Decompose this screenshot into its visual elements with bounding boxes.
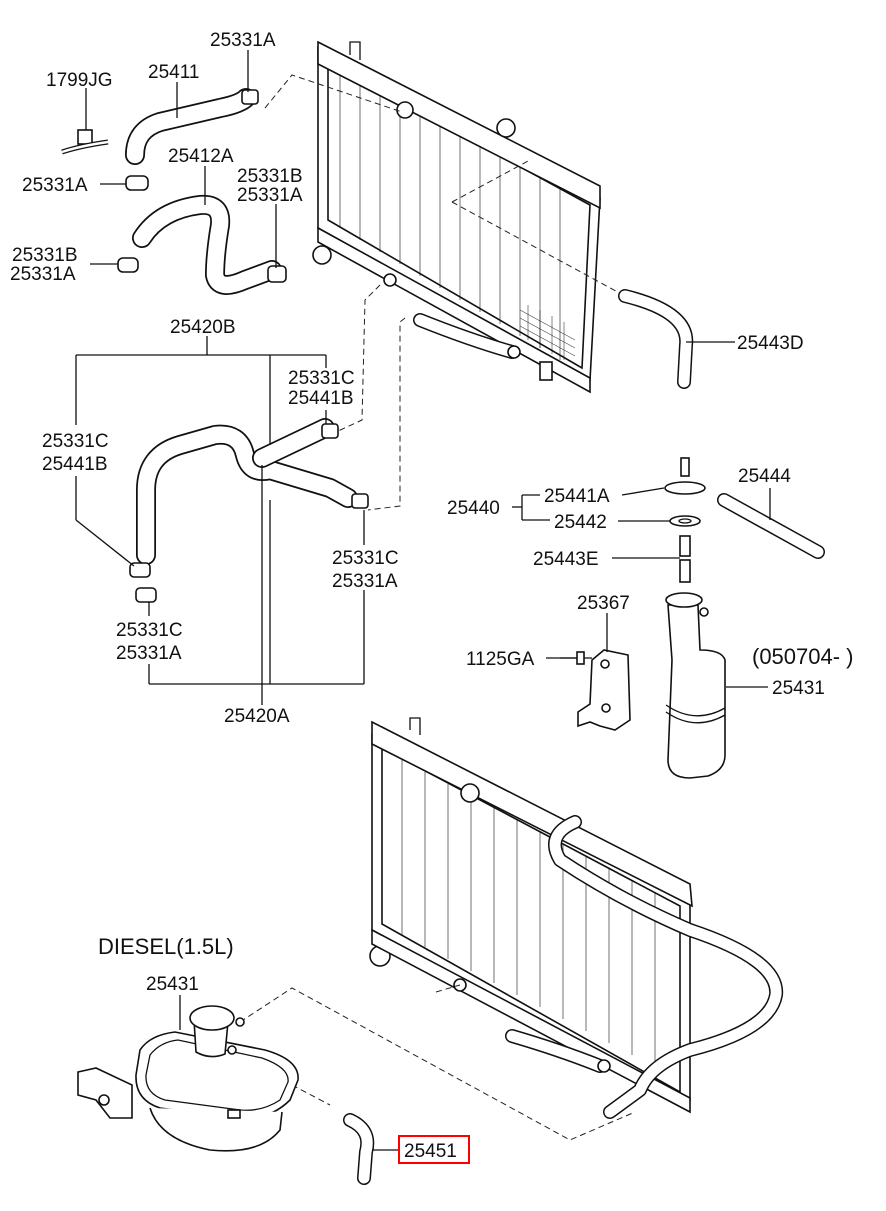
cap-25441a bbox=[664, 457, 706, 583]
leaders-reservoir bbox=[512, 487, 771, 688]
pipe-25444 bbox=[717, 493, 825, 559]
hose-25412a bbox=[132, 194, 282, 295]
label-25442[interactable]: 25442 bbox=[554, 512, 607, 533]
label-25331a-mid[interactable]: 25331A bbox=[237, 185, 303, 206]
label-25331a-l4[interactable]: 25331A bbox=[116, 643, 182, 664]
hose-25443d bbox=[618, 289, 694, 389]
label-25331a-l2[interactable]: 25331A bbox=[10, 264, 76, 285]
label-25331b-mid[interactable]: 25331B bbox=[237, 166, 303, 187]
highlight-box-25451 bbox=[398, 1135, 470, 1164]
label-25441b-r1[interactable]: 25441B bbox=[288, 388, 354, 409]
label-25367[interactable]: 25367 bbox=[577, 593, 630, 614]
clamps-upper bbox=[61, 89, 369, 603]
label-25331c-l3[interactable]: 25331C bbox=[42, 431, 109, 452]
label-25443d[interactable]: 25443D bbox=[737, 333, 804, 354]
label-25420b[interactable]: 25420B bbox=[170, 317, 236, 338]
label-25331c-r2[interactable]: 25331C bbox=[332, 548, 399, 569]
label-25331c-r1[interactable]: 25331C bbox=[288, 368, 355, 389]
hose-25451 bbox=[343, 1113, 375, 1185]
label-25331a-top[interactable]: 25331A bbox=[210, 30, 276, 51]
label-diesel: DIESEL(1.5L) bbox=[98, 934, 234, 959]
reservoir-25431-diesel bbox=[77, 1005, 299, 1152]
label-1125ga[interactable]: 1125GA bbox=[466, 649, 535, 670]
label-25331a-r2[interactable]: 25331A bbox=[332, 571, 398, 592]
label-25443e[interactable]: 25443E bbox=[533, 549, 599, 570]
reservoir-25431-top bbox=[665, 592, 726, 779]
bracket-25367 bbox=[560, 649, 631, 731]
label-1799jg[interactable]: 1799JG bbox=[46, 70, 113, 91]
radiator-top bbox=[312, 40, 601, 394]
hose-25420b bbox=[136, 418, 358, 565]
label-25444[interactable]: 25444 bbox=[738, 466, 791, 487]
label-25412a[interactable]: 25412A bbox=[168, 146, 234, 167]
hose-25411 bbox=[125, 88, 256, 165]
label-25331b-l2[interactable]: 25331B bbox=[12, 245, 78, 266]
label-25411[interactable]: 25411 bbox=[148, 62, 199, 83]
label-25331a-l1[interactable]: 25331A bbox=[22, 175, 88, 196]
label-25441b-l3[interactable]: 25441B bbox=[42, 454, 108, 475]
label-25420a[interactable]: 25420A bbox=[224, 706, 290, 727]
part-labels: 1799JG 25411 25331A 25331A 25412A 25331B… bbox=[10, 30, 854, 1164]
label-25331c-l4[interactable]: 25331C bbox=[116, 620, 183, 641]
leaders-upper bbox=[75, 50, 735, 705]
label-25431-top[interactable]: 25431 bbox=[772, 678, 825, 699]
label-25440[interactable]: 25440 bbox=[447, 498, 500, 519]
label-25431-bottom[interactable]: 25431 bbox=[146, 974, 199, 995]
label-date-range: (050704- ) bbox=[752, 644, 854, 669]
radiator-bottom bbox=[369, 717, 784, 1119]
label-25441a[interactable]: 25441A bbox=[544, 486, 610, 507]
label-25451[interactable]: 25451 bbox=[404, 1141, 457, 1162]
